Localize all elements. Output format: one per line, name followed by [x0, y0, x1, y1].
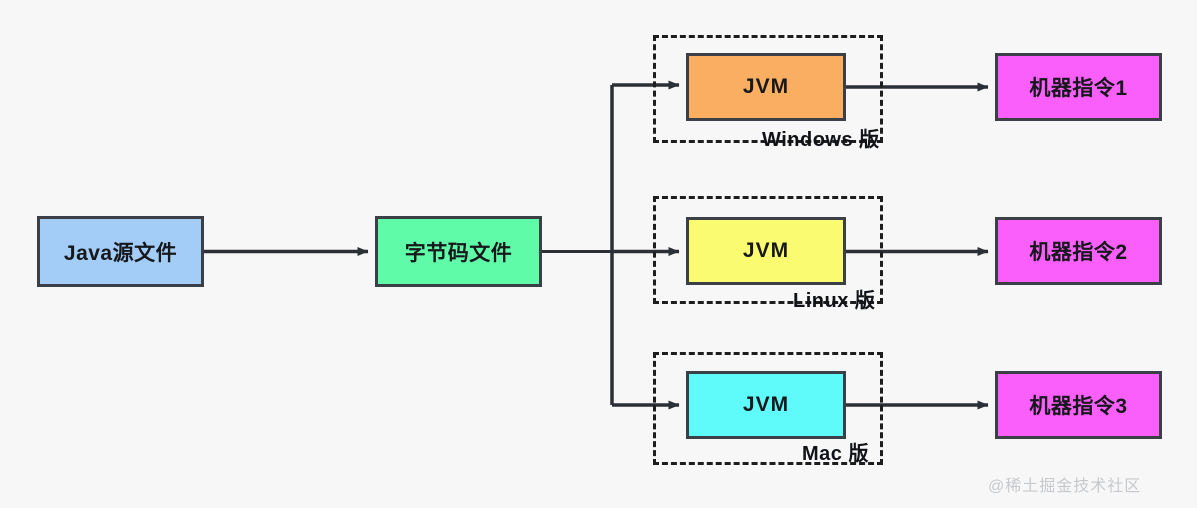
node-machine-instruction-1[interactable]: 机器指令1	[995, 53, 1162, 121]
node-label-machine-instruction-1: 机器指令1	[1029, 77, 1128, 100]
node-label-jvm-windows: JVM	[742, 75, 790, 98]
group-box-windows	[653, 35, 883, 143]
node-jvm-mac[interactable]: JVM	[686, 371, 846, 439]
node-label-machine-instruction-3: 机器指令3	[1029, 395, 1128, 418]
group-caption-windows: Windows 版	[762, 129, 880, 151]
node-label-bytecode-file: 字节码文件	[404, 241, 513, 265]
group-caption-linux: Linux 版	[793, 290, 876, 312]
node-machine-instruction-2[interactable]: 机器指令2	[995, 217, 1162, 285]
group-box-mac	[653, 352, 883, 465]
node-label-jvm-mac: JVM	[742, 393, 790, 416]
node-java-source-file[interactable]: Java源文件	[37, 216, 204, 287]
group-caption-mac: Mac 版	[802, 443, 869, 465]
node-jvm-windows[interactable]: JVM	[686, 53, 846, 121]
node-label-machine-instruction-2: 机器指令2	[1029, 241, 1128, 264]
watermark: @稀土掘金技术社区	[988, 478, 1142, 495]
node-bytecode-file[interactable]: 字节码文件	[375, 216, 542, 287]
node-label-java-source-file: Java源文件	[63, 241, 178, 265]
group-box-linux	[653, 196, 883, 304]
node-jvm-linux[interactable]: JVM	[686, 217, 846, 285]
node-label-jvm-linux: JVM	[742, 239, 790, 262]
node-machine-instruction-3[interactable]: 机器指令3	[995, 371, 1162, 439]
